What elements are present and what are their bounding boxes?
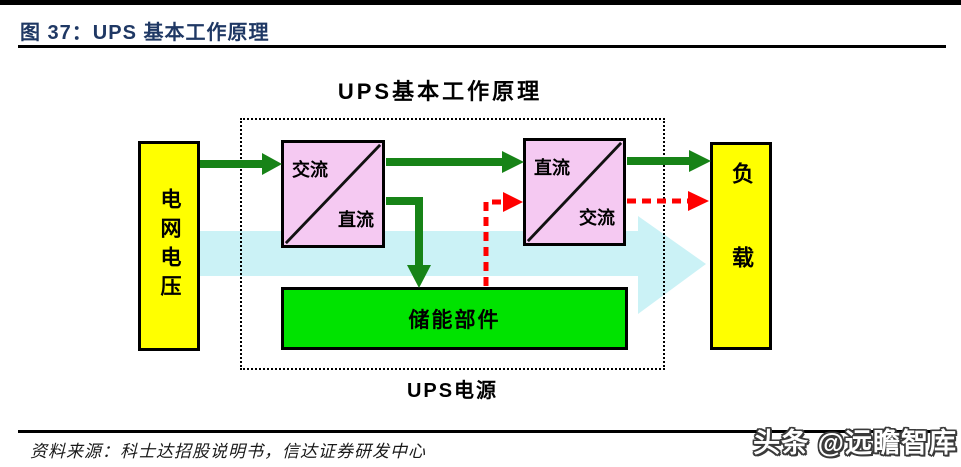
- source-citation: 资料来源：科士达招股说明书，信达证券研发中心: [30, 442, 426, 461]
- rectifier-input-label: 交流: [292, 160, 328, 180]
- energy-storage-box: 储能部件: [281, 287, 628, 350]
- rectifier-box: 交流 直流: [281, 140, 385, 248]
- grid-voltage-label: 电网电压: [158, 188, 181, 304]
- ups-boundary-label: UPS电源: [406, 380, 499, 402]
- inverter-input-label: 直流: [534, 158, 570, 178]
- diagram-title: UPS基本工作原理: [337, 79, 543, 104]
- rectifier-output-label: 直流: [338, 210, 374, 230]
- grid-voltage-box: 电网电压: [138, 141, 200, 351]
- load-label: 负载: [729, 162, 754, 330]
- inverter-output-label: 交流: [579, 208, 615, 228]
- toutiao-watermark: 头条 @远瞻智库: [753, 428, 957, 458]
- energy-storage-label: 储能部件: [408, 308, 501, 332]
- load-box: 负载: [710, 142, 772, 350]
- footer-divider: [18, 430, 948, 433]
- header-divider: [18, 45, 946, 48]
- inverter-box: 直流 交流: [523, 138, 626, 246]
- figure-caption: 图 37：UPS 基本工作原理: [20, 22, 270, 44]
- top-divider: [0, 0, 961, 5]
